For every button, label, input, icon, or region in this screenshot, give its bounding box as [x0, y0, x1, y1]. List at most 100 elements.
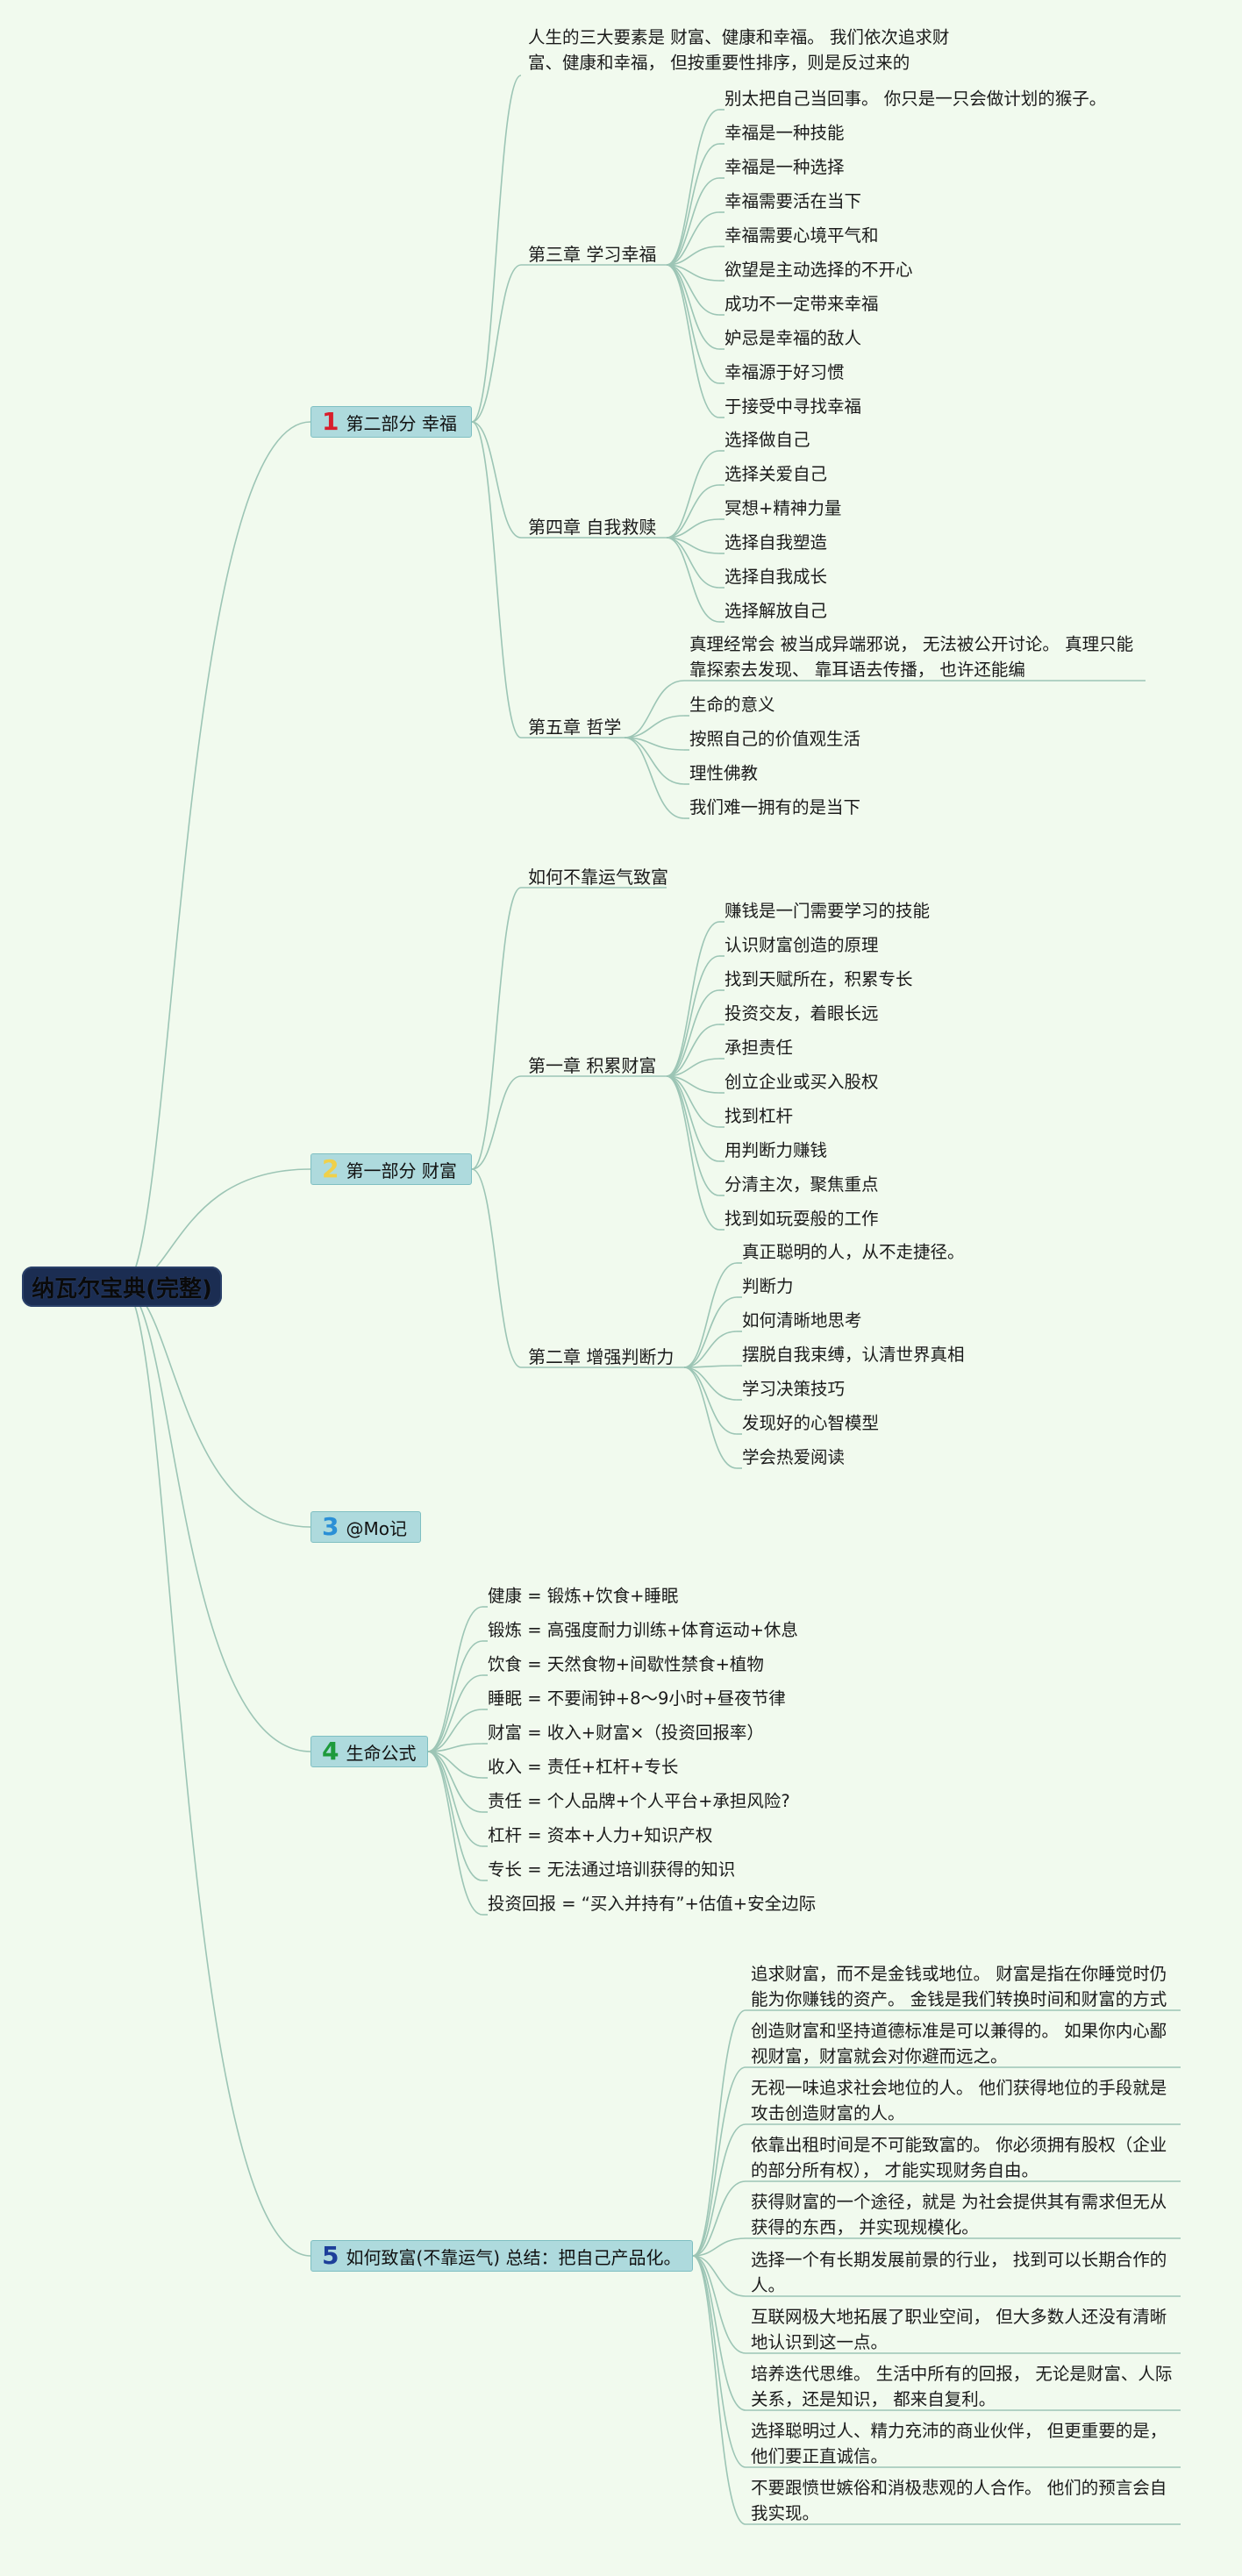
- connector: [666, 989, 720, 1077]
- connector: [427, 1751, 483, 1881]
- branch-b4[interactable]: 4 生命公式: [310, 1736, 428, 1767]
- connector: [666, 264, 720, 316]
- formula-item: 饮食 = 天然食物+间歇性禁食+植物: [488, 1654, 764, 1674]
- connector: [427, 1709, 483, 1752]
- leaf-item: 我们难一拥有的是当下: [689, 797, 861, 817]
- leaf-item: 理性佛教: [689, 763, 759, 783]
- leaf-item: 选择自我塑造: [724, 532, 828, 553]
- leaf-item: 投资交友，着眼长远: [724, 1003, 879, 1024]
- branch-number: 4: [322, 1737, 339, 1766]
- connector: [683, 1366, 738, 1469]
- formula-item: 杠杆 = 资本+人力+知识产权: [488, 1825, 713, 1845]
- connector: [122, 1286, 311, 2257]
- connector: [692, 2255, 746, 2468]
- connector: [666, 1075, 720, 1196]
- leaf-item: 幸福源于好习惯: [724, 362, 845, 382]
- leaf-item: 用判断力赚钱: [724, 1140, 828, 1160]
- leaf-item: 于接受中寻找幸福: [724, 396, 862, 417]
- leaf-item: 判断力: [742, 1276, 794, 1296]
- connector: [471, 1075, 522, 1170]
- branch-label: 生命公式: [346, 1742, 417, 1764]
- summary-item: 不要跟愤世嫉俗和消极悲观的人合作。 他们的预言会自我实现。: [751, 2478, 1167, 2523]
- leaf-item: 生命的意义: [689, 695, 775, 715]
- connector: [666, 450, 720, 539]
- connector: [427, 1743, 483, 1752]
- connector: [692, 2255, 746, 2297]
- leaf-item: 创立企业或买入股权: [724, 1072, 879, 1092]
- connector: [666, 143, 720, 266]
- leaf-item: 选择解放自己: [724, 601, 828, 621]
- connector: [471, 421, 522, 739]
- chapter-b2c2[interactable]: 第二章 增强判断力: [528, 1346, 675, 1367]
- leaf-item: 选择关爱自己: [724, 464, 828, 484]
- leaf-item: 幸福是一种选择: [724, 157, 845, 177]
- branch-intro: 如何不靠运气致富: [528, 867, 668, 888]
- connector: [666, 537, 720, 589]
- leaf-item: 妒忌是幸福的敌人: [724, 328, 862, 348]
- chapter-b1c3[interactable]: 第三章 学习幸福: [528, 244, 657, 265]
- connector: [471, 421, 522, 539]
- branch-b3[interactable]: 3@Mo记: [310, 1511, 421, 1543]
- branch-label: 第二部分 幸福: [346, 412, 457, 434]
- root-node[interactable]: 纳瓦尔宝典(完整): [22, 1267, 222, 1307]
- summary-item: 无视一味追求社会地位的人。 他们获得地位的手段就是攻击创造财富的人。: [751, 2078, 1167, 2123]
- leaf-item: 学习决策技巧: [742, 1379, 846, 1399]
- formula-item: 责任 = 个人品牌+个人平台+承担风险?: [488, 1791, 790, 1811]
- connector: [692, 2180, 746, 2257]
- summary-item: 互联网极大地拓展了职业空间， 但大多数人还没有清晰地认识到这一点。: [751, 2307, 1167, 2352]
- connector: [692, 2255, 746, 2411]
- formula-item: 锻炼 = 高强度耐力训练+体育运动+休息: [488, 1620, 798, 1640]
- summary-item: 追求财富，而不是金钱或地位。 财富是指在你睡觉时仍能为你赚钱的资产。 金钱是我们…: [751, 1964, 1167, 2009]
- leaf-item: 按照自己的价值观生活: [689, 729, 861, 749]
- leaf-item: 赚钱是一门需要学习的技能: [724, 901, 931, 921]
- connector: [666, 955, 720, 1077]
- connector: [692, 2009, 746, 2257]
- formula-item: 收入 = 责任+杠杆+专长: [488, 1757, 679, 1777]
- branch-label: 如何致富(不靠运气) 总结：把自己产品化。: [346, 2246, 682, 2268]
- leaf-item: 如何清晰地思考: [742, 1310, 862, 1331]
- leaf-item: 分清主次，聚焦重点: [724, 1174, 879, 1195]
- leaf-item: 幸福需要活在当下: [724, 191, 862, 211]
- leaf-item: 欲望是主动选择的不开心: [724, 260, 913, 280]
- chapter-b1c5[interactable]: 第五章 哲学: [528, 717, 622, 738]
- connector: [427, 1640, 483, 1752]
- leaf-item: 发现好的心智模型: [742, 1413, 880, 1433]
- branch-number: 3: [322, 1512, 339, 1541]
- connector: [666, 264, 720, 418]
- leaf-item: 找到如玩耍般的工作: [724, 1209, 879, 1229]
- leaf-item: 成功不一定带来幸福: [724, 294, 879, 314]
- connector: [122, 1286, 311, 1752]
- leaf-item: 学会热爱阅读: [742, 1447, 846, 1467]
- connector: [692, 2255, 746, 2354]
- leaf-item: 认识财富创造的原理: [724, 935, 879, 955]
- connector: [427, 1606, 483, 1752]
- connector: [666, 1024, 720, 1077]
- connector: [666, 921, 720, 1077]
- branch-number: 2: [322, 1154, 339, 1183]
- connector: [471, 264, 522, 423]
- formula-item: 睡眠 = 不要闹钟+8～9小时+昼夜节律: [488, 1688, 786, 1709]
- connector: [471, 1168, 522, 1368]
- connector: [122, 421, 311, 1288]
- formula-item: 专长 = 无法通过培训获得的知识: [488, 1859, 736, 1880]
- leaf-item: 幸福需要心境平气和: [724, 225, 879, 246]
- formula-item: 投资回报 = “买入并持有”+估值+安全边际: [488, 1894, 817, 1914]
- connector: [683, 1331, 738, 1368]
- chapter-b1c4[interactable]: 第四章 自我救赎: [528, 517, 657, 538]
- connector: [624, 737, 685, 819]
- root-label: 纳瓦尔宝典(完整): [32, 1275, 212, 1302]
- connector: [692, 2123, 746, 2257]
- connector: [666, 1075, 720, 1162]
- connector: [666, 1075, 720, 1128]
- branch-intro: 人生的三大要素是 财富、健康和幸福。 我们依次追求财富、健康和幸福， 但按重要性…: [528, 27, 950, 73]
- branch-label: 第一部分 财富: [346, 1160, 457, 1181]
- branch-b2[interactable]: 2 第一部分 财富: [310, 1153, 472, 1185]
- connector: [427, 1751, 483, 1779]
- chapter-b2c1[interactable]: 第一章 积累财富: [528, 1055, 657, 1076]
- connector: [471, 887, 522, 1170]
- leaf-item: 选择自我成长: [724, 567, 828, 587]
- summary-item: 获得财富的一个途径，就是 为社会提供其有需求但无从获得的东西， 并实现规模化。: [751, 2192, 1167, 2237]
